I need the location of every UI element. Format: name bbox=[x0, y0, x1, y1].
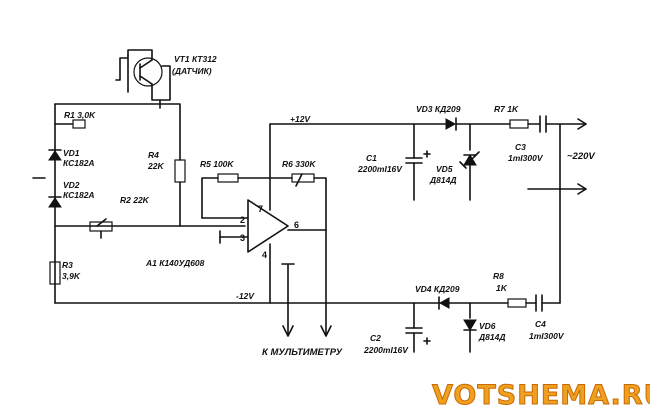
vt1-label: VT1 КТ312 bbox=[174, 54, 217, 64]
pin6-label: 6 bbox=[294, 220, 299, 230]
r6-resistor bbox=[291, 173, 315, 183]
r4-value-label: 22K bbox=[147, 161, 164, 171]
r1-resistor bbox=[72, 119, 86, 129]
r3-value-label: 3,9K bbox=[62, 271, 81, 281]
sensor-label: (ДАТЧИК) bbox=[172, 66, 212, 76]
c3-value-label: 1mI300V bbox=[508, 153, 544, 163]
c3-label: C3 bbox=[515, 142, 526, 152]
c2-value-label: 2200mI16V bbox=[363, 345, 409, 355]
r8-resistor bbox=[507, 298, 527, 308]
vd2-type-label: КС182А bbox=[63, 190, 95, 200]
multimeter-label: К МУЛЬТИМЕТРУ bbox=[262, 347, 344, 358]
r1-label: R1 3,0K bbox=[64, 110, 96, 120]
component-labels: VT1 КТ312 (ДАТЧИК) R1 3,0K VD1 КС182А VD… bbox=[62, 54, 595, 358]
r5-label: R5 100K bbox=[200, 159, 234, 169]
vd5-type-label: Д814Д bbox=[429, 175, 456, 185]
vd4-diode-symbol bbox=[438, 296, 450, 310]
positive-supply-section bbox=[269, 115, 587, 304]
c4-label: C4 bbox=[535, 319, 546, 329]
c1-value-label: 2200mI16V bbox=[357, 164, 403, 174]
r7-resistor bbox=[509, 119, 529, 129]
a1-label: A1 К140УД608 bbox=[145, 258, 205, 268]
ac-voltage-label: ~220V bbox=[567, 151, 595, 162]
c1-label: C1 bbox=[366, 153, 377, 163]
vd1-type-label: КС182А bbox=[63, 158, 95, 168]
vd2-zener-symbol bbox=[48, 196, 62, 208]
c3-capacitor-symbol bbox=[539, 115, 547, 133]
watermark-logo: VOTSHEMA.RU bbox=[432, 380, 650, 411]
r8-label: R8 bbox=[493, 271, 504, 281]
vd3-label: VD3 КД209 bbox=[416, 104, 461, 114]
r8-value-label: 1K bbox=[496, 283, 508, 293]
vd6-type-label: Д814Д bbox=[478, 332, 505, 342]
vd4-label: VD4 КД209 bbox=[415, 284, 460, 294]
minus12-label: -12V bbox=[236, 291, 255, 301]
r2-label: R2 22K bbox=[120, 195, 150, 205]
r3-label: R3 bbox=[62, 260, 73, 270]
vd1-zener-symbol bbox=[48, 149, 62, 161]
r7-label: R7 1K bbox=[494, 104, 519, 114]
a1-opamp-symbol bbox=[247, 199, 289, 253]
c4-value-label: 1mI300V bbox=[529, 331, 565, 341]
r3-resistor bbox=[49, 261, 61, 285]
pin2-label: 2 bbox=[240, 215, 245, 225]
vd2-label: VD2 bbox=[63, 180, 80, 190]
r5-resistor bbox=[217, 173, 239, 183]
pin7-label: 7 bbox=[258, 204, 263, 214]
vd3-diode-symbol bbox=[445, 117, 457, 131]
r4-resistor bbox=[174, 159, 186, 183]
r4-label: R4 bbox=[148, 150, 159, 160]
sensor-section bbox=[32, 49, 246, 304]
pin4-label: 4 bbox=[262, 250, 267, 260]
vt1-transistor-symbol bbox=[115, 49, 171, 109]
c4-capacitor-symbol bbox=[535, 294, 543, 312]
opamp-section bbox=[201, 123, 332, 337]
c2-label: C2 bbox=[370, 333, 381, 343]
vd5-label: VD5 bbox=[436, 164, 453, 174]
plus12-label: +12V bbox=[290, 114, 311, 124]
vd1-label: VD1 bbox=[63, 148, 80, 158]
pin3-label: 3 bbox=[240, 233, 245, 243]
vd6-label: VD6 bbox=[479, 321, 496, 331]
negative-supply-section bbox=[54, 294, 561, 353]
vd6-zener-symbol bbox=[463, 319, 477, 331]
r6-label: R6 330K bbox=[282, 159, 316, 169]
